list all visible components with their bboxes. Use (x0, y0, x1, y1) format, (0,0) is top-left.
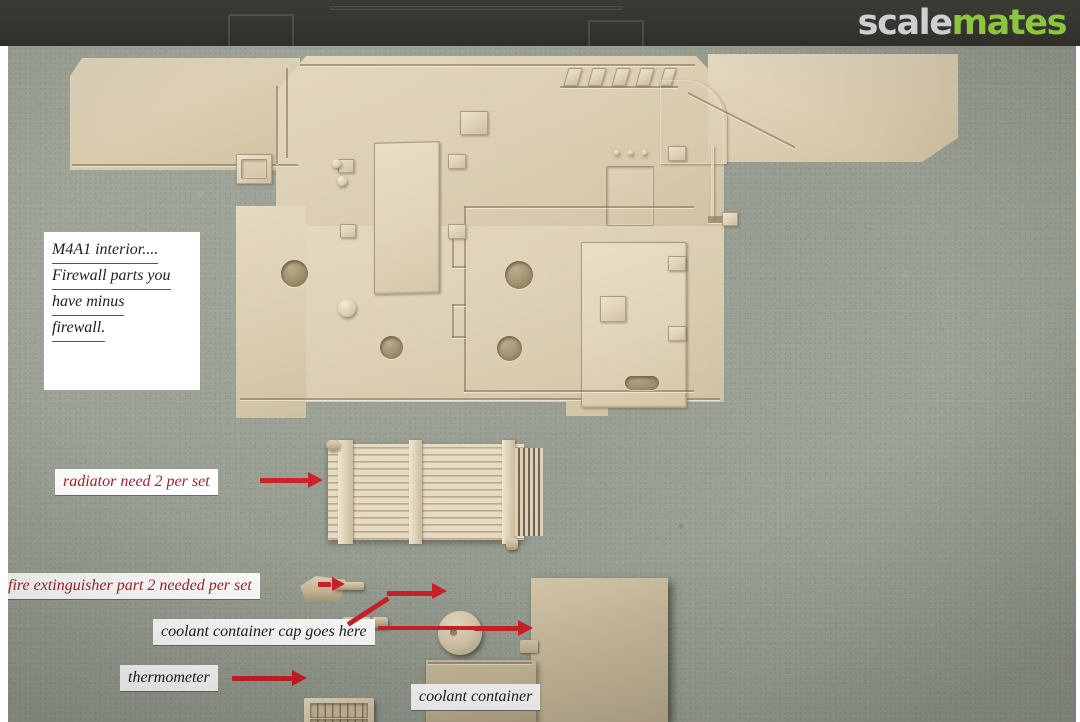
photo-contents: M4A1 interior.... Firewall parts you hav… (8, 46, 1076, 722)
plate-left-wing (70, 58, 300, 170)
plate-frame-step-3 (452, 266, 466, 268)
plate-upper-body (276, 56, 724, 246)
plate-left-lip (72, 164, 298, 166)
plate-tab-5 (448, 224, 466, 239)
annotation-coolant-cap-label: coolant container cap goes here (153, 619, 375, 646)
radiator-bottom-nub (506, 538, 518, 550)
radiator-bar-left (338, 440, 353, 544)
firewall-note-line-3: have minus (52, 290, 125, 316)
plate-tab-2 (668, 256, 686, 271)
plate-slot (625, 376, 659, 390)
firewall-note-line-2: Firewall parts you (52, 264, 171, 290)
radiator-comb-right (515, 448, 543, 536)
plate-dome-3 (338, 299, 356, 317)
annotation-fire-extinguisher-label: fire extinguisher part 2 needed per set (8, 573, 260, 600)
thermometer-grid-top (310, 703, 368, 718)
page-left-margin (0, 46, 8, 722)
plate-ridge-vertical-2 (276, 86, 278, 164)
plate-dome-1 (332, 159, 341, 168)
plate-dome-2 (337, 176, 347, 186)
coolant-container-label-text: coolant container (419, 688, 533, 705)
plate-coolant-pipe (660, 80, 727, 164)
coolant-cap-bent-arrow (346, 583, 448, 638)
annotation-coolant-container-label: coolant container (411, 684, 541, 711)
plate-frame-left (464, 206, 466, 392)
firewall-note-line-1: M4A1 interior.... (52, 238, 159, 264)
scalemates-logo[interactable]: scalemates (857, 2, 1068, 44)
plate-ridge-horizontal (300, 64, 695, 66)
plate-frame-step-4 (452, 304, 466, 306)
model-kit-photo: M4A1 interior.... Firewall parts you hav… (8, 46, 1076, 722)
plate-tab-9 (600, 296, 626, 322)
plate-frame-step-5 (452, 304, 454, 338)
coolant-container-pointer-line (378, 626, 526, 630)
plate-tab-4 (448, 154, 466, 169)
radiator-bar-right (502, 440, 515, 544)
plate-lower-left-step (236, 206, 306, 418)
plate-frame-bottom (464, 390, 694, 392)
radiator-label-text: radiator need 2 per set (63, 473, 210, 490)
radiator-arrow (260, 470, 323, 490)
annotation-radiator-label: radiator need 2 per set (55, 469, 218, 496)
radiator-sprue-bar (334, 582, 364, 590)
plate-bottom-lip (240, 398, 720, 400)
plate-frame-top (464, 206, 694, 208)
annotation-thermometer-label: thermometer (120, 665, 218, 692)
plate-coolant-pipe-stem (711, 146, 714, 218)
radiator-top-nub (326, 440, 340, 450)
banner-ghost-shape-3 (330, 6, 622, 10)
site-banner: scalemates (0, 0, 1080, 46)
fire-extinguisher-arrow (318, 574, 345, 594)
thermometer-grid-bottom (310, 719, 368, 722)
plate-frame-step-2 (452, 232, 454, 268)
plate-frame-step-6 (452, 336, 466, 338)
plate-tab-7 (340, 224, 356, 238)
firewall-note-line-4: firewall. (52, 316, 106, 342)
plate-ridge-vertical (286, 68, 288, 158)
coolant-cap-disc (438, 611, 482, 655)
plate-panel-left (374, 141, 440, 295)
coolant-arm-edge (428, 662, 532, 664)
logo-text-scale: scale (857, 3, 953, 43)
plate-hole-1 (281, 260, 308, 287)
plate-tab-8 (460, 111, 488, 135)
plate-tab-1 (668, 146, 686, 161)
banner-ghost-shape-2 (588, 20, 644, 46)
plate-hole-2 (380, 336, 403, 359)
plate-hole-3 (505, 261, 533, 289)
coolant-cap-label-text: coolant container cap goes here (161, 623, 367, 640)
coolant-container-arrow (474, 618, 533, 638)
radiator-bar-mid (409, 440, 422, 544)
plate-right-wing (708, 54, 958, 162)
plate-pipe-clip (722, 212, 738, 226)
fire-extinguisher-label-text: fire extinguisher part 2 needed per set (8, 577, 252, 594)
thermometer-arrow (232, 668, 307, 688)
plate-bracket-left-recess (241, 159, 267, 179)
annotation-firewall-note: M4A1 interior.... Firewall parts you hav… (44, 232, 200, 390)
thermometer-label-text: thermometer (128, 669, 210, 686)
coolant-cap-nub (450, 629, 457, 636)
plate-tab-3 (668, 326, 686, 341)
logo-text-mates: mates (951, 3, 1068, 43)
plate-hole-4 (497, 336, 522, 361)
banner-ghost-shape-1 (228, 14, 294, 46)
plate-panel-upper-right (606, 166, 654, 226)
